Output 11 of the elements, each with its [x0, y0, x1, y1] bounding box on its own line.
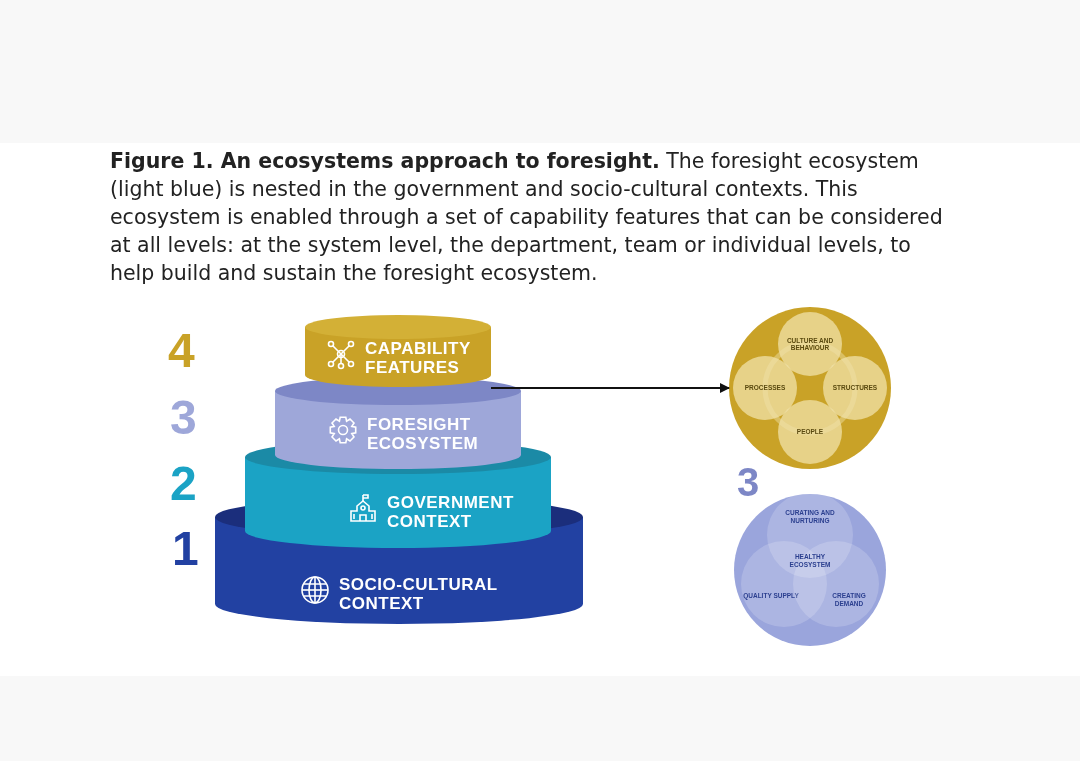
tier-label: SOCIO-CULTURAL CONTEXT: [339, 575, 499, 613]
arrow: [490, 383, 730, 393]
level-number: 1: [172, 524, 199, 574]
tier-label: CAPABILITY FEATURES: [365, 339, 472, 377]
tier-label: FORESIGHT ECOSYSTEM: [367, 415, 480, 453]
figure-caption: Figure 1. An ecosystems approach to foresight. The foresight ecosystem (light blue) is nested in the government and socio-cultural contexts. This ecosystem is enabled through a set of capability features that can be considered at all levels: at the system level, the department, team or individual levels, to help build and sustain the foresight ecosystem.: [110, 148, 944, 287]
tier-label: GOVERNMENT CONTEXT: [387, 493, 515, 531]
level-number: 3: [170, 393, 197, 443]
level-number: 2: [170, 459, 197, 509]
level-number: 4: [168, 326, 195, 376]
level-number: 3: [737, 461, 760, 503]
